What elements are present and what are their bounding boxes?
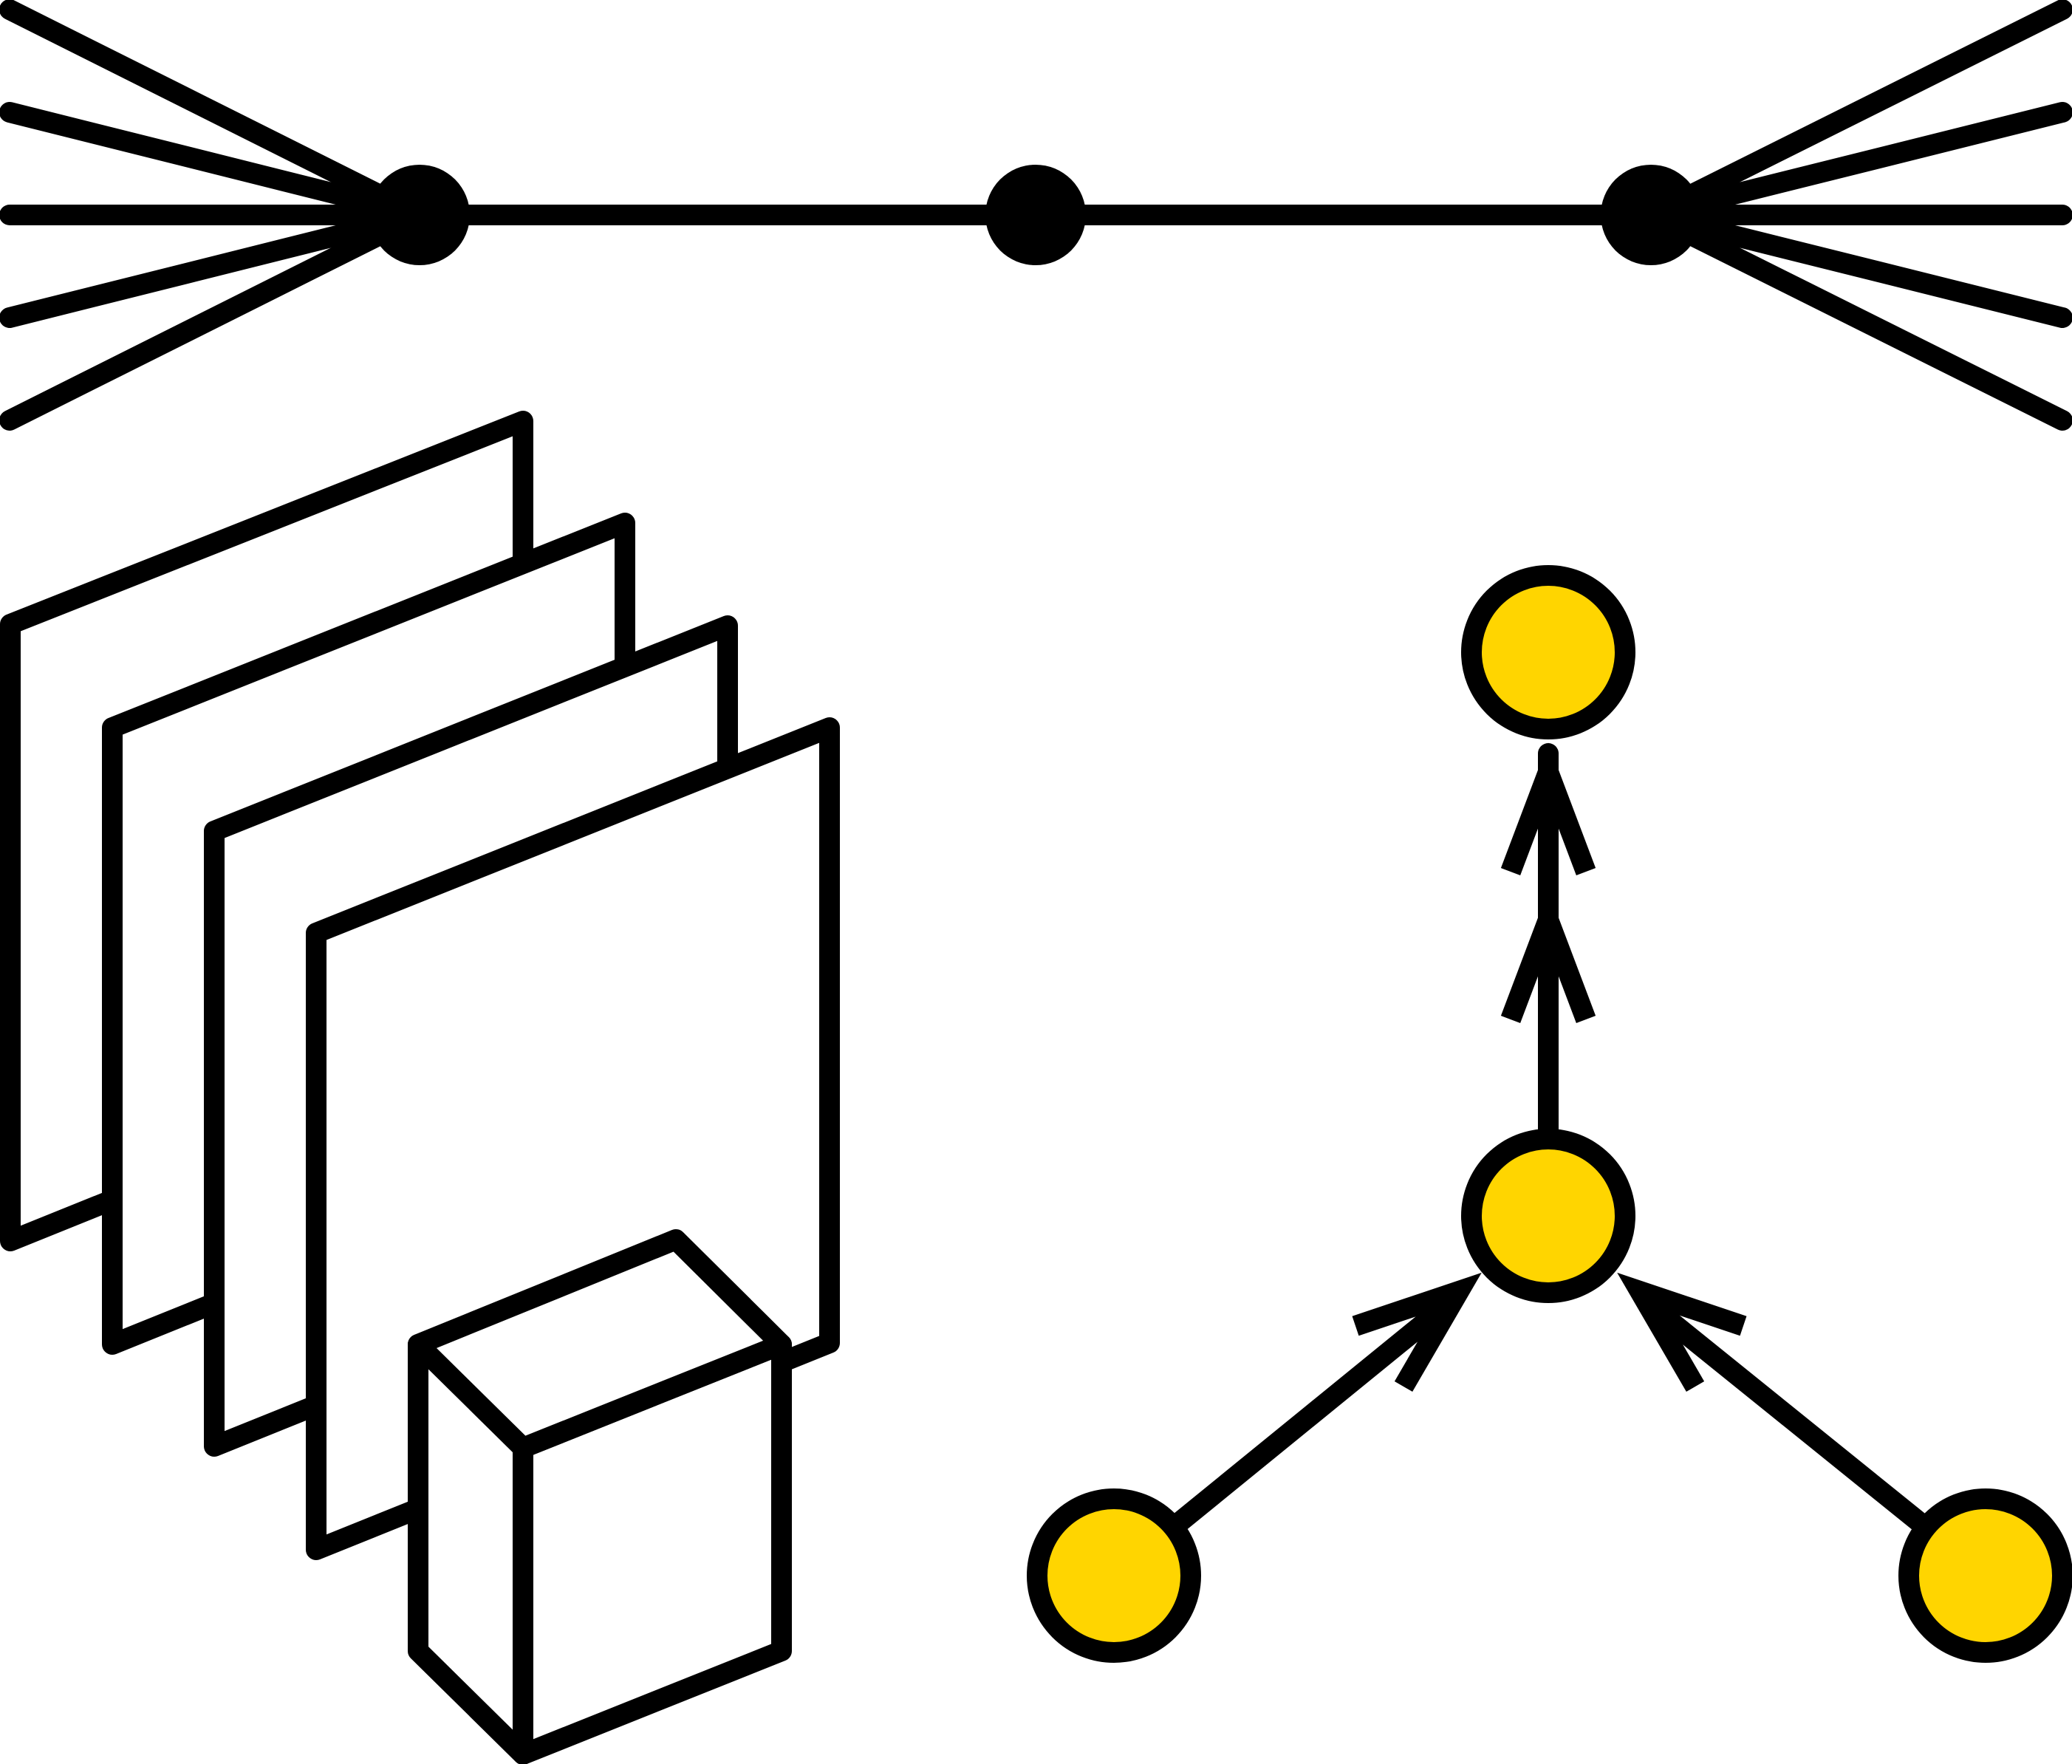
graph-node-right xyxy=(1898,1488,2072,1663)
hub-node-left xyxy=(369,165,470,265)
right-fan-lines xyxy=(1641,0,2072,431)
left-fan-line-5 xyxy=(0,205,430,431)
graph-node-center xyxy=(1461,1129,1635,1303)
box-icon xyxy=(408,1229,792,1764)
right-fan-line-2 xyxy=(1641,102,2072,225)
arrowhead-top-lower xyxy=(1500,890,1596,1023)
arrowhead-top-upper xyxy=(1500,742,1596,875)
hub-node-right xyxy=(1601,165,1701,265)
box-top-face xyxy=(408,1229,792,1458)
hub-node-center xyxy=(985,165,1086,265)
right-fan-line-4 xyxy=(1641,205,2072,328)
arrowhead-right xyxy=(1617,1272,1747,1392)
left-fan-line-4 xyxy=(0,205,430,328)
graph-node-top xyxy=(1461,565,1635,739)
left-fan-line-2 xyxy=(0,102,430,225)
left-fan-line-1 xyxy=(0,0,430,225)
network-hub-icon xyxy=(0,0,2072,431)
graph-node-left xyxy=(1027,1488,1201,1663)
right-fan-line-1 xyxy=(1641,0,2072,225)
directed-graph-icon xyxy=(1027,565,2072,1663)
right-fan-line-5 xyxy=(1641,205,2072,431)
graph-arrowheads xyxy=(1352,742,1747,1392)
arrowhead-left xyxy=(1352,1272,1482,1392)
left-fan-lines xyxy=(0,0,430,431)
stacked-layers-with-box-icon xyxy=(0,411,840,1764)
